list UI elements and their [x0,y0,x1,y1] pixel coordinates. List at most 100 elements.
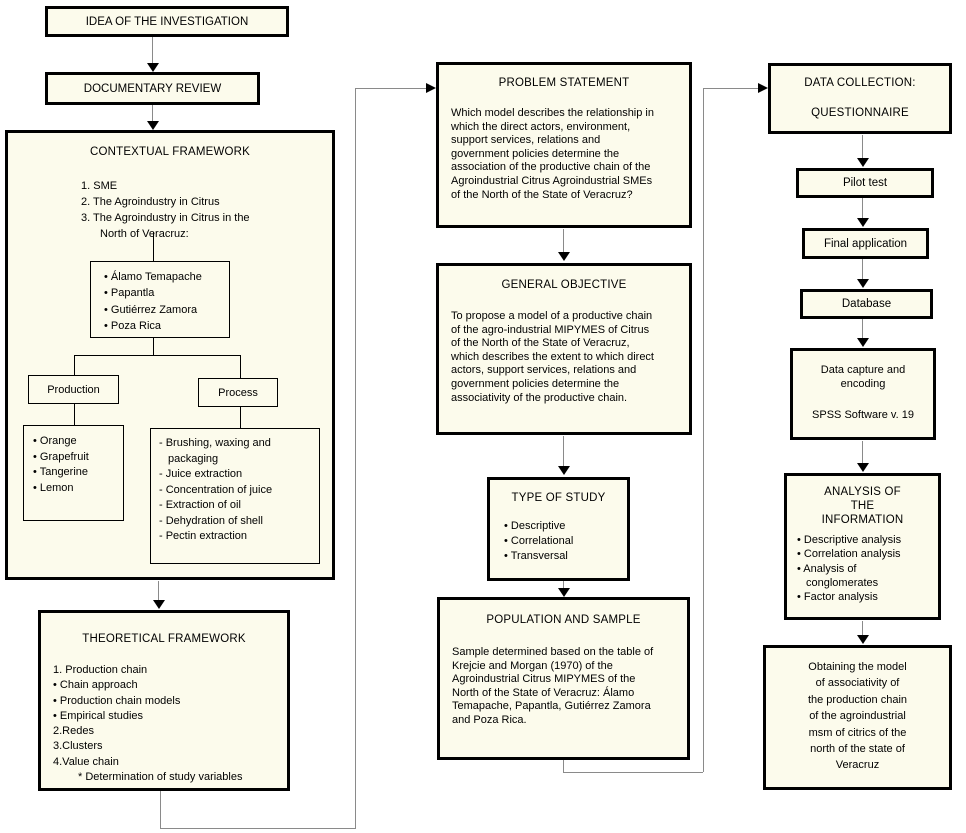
connector-line [153,338,154,355]
process-label: Process [218,386,258,399]
pilot-test-box: Pilot test [796,168,934,198]
connector-line [160,791,161,828]
documentary-label: DOCUMENTARY REVIEW [83,82,222,95]
arrow-down-icon [857,441,869,472]
arrow-down-icon [857,259,869,288]
model-result-box: Obtaining the model of associativity of … [763,645,952,790]
theoretical-framework-box: THEORETICAL FRAMEWORK 1. Production chai… [38,610,290,791]
list-item: • Descriptive analysis [797,534,902,546]
list-item: • Empirical studies [53,709,144,722]
population-body: Sample determined based on the table of … [452,646,654,726]
list-item: - Extraction of oil [159,499,241,511]
list-item: • Descriptive [504,520,566,532]
connector-line [153,232,154,261]
objective-title: GENERAL OBJECTIVE [501,279,627,291]
list-item: - Brushing, waxing and packaging [159,437,271,465]
connector-line [563,760,564,772]
list-item: 2.Redes [53,725,94,738]
list-item: • Production chain models [53,694,181,707]
list-item: • Grapefruit [33,450,89,463]
arrow-down-icon [857,319,869,347]
list-item: • Lemon [33,481,74,494]
production-label: Production [47,383,100,396]
list-item: 3.Clusters [53,740,103,753]
arrow-down-icon [857,621,869,644]
final-application-label: Final application [823,237,908,250]
list-item: • Papantla [104,287,155,300]
documentary-review-box: DOCUMENTARY REVIEW [45,72,260,105]
arrow-down-icon [147,37,159,72]
list-item: - Juice extraction [159,468,243,480]
fruits-list: • Orange • Grapefruit • Tangerine • Lemo… [33,434,89,496]
theoretical-title: THEORETICAL FRAMEWORK [82,633,246,645]
arrow-down-icon [857,198,869,227]
pilot-test-label: Pilot test [842,177,888,189]
connector-line [703,88,704,772]
arrow-down-icon [153,581,165,609]
data-collection-line2: QUESTIONNAIRE [811,107,909,119]
analysis-box: ANALYSIS OF THE INFORMATION • Descriptiv… [784,473,941,620]
list-item: - Pectin extraction [159,530,248,542]
list-item: 1. SME [81,180,118,192]
list-item: • Factor analysis [797,591,878,604]
municipalities-list-box: • Álamo Temapache • Papantla • Gutiérrez… [90,261,230,338]
list-item: • Transversal [504,550,568,562]
connector-line [74,404,75,425]
model-result-body: Obtaining the model of associativity of … [807,661,908,772]
population-title: POPULATION AND SAMPLE [486,614,641,626]
connector-line [74,355,75,375]
connector-line [240,407,241,428]
connector-line [355,88,356,828]
problem-body: Which model describes the relationship i… [451,107,654,201]
list-item: • Correlational [504,535,574,547]
process-steps-box: - Brushing, waxing and packaging - Juice… [150,428,320,564]
arrow-down-icon [558,581,570,597]
list-item: 2. The Agroindustry in Citrus [81,196,220,208]
municipalities-list: • Álamo Temapache • Papantla • Gutiérrez… [104,269,202,334]
list-item: • Correlation analysis [797,548,901,561]
connector-line [703,88,758,89]
data-collection-box: DATA COLLECTION: QUESTIONNAIRE [768,63,952,134]
type-of-study-list: • Descriptive • Correlational • Transver… [504,519,573,564]
database-label: Database [841,298,892,310]
type-of-study-box: TYPE OF STUDY • Descriptive • Correlatio… [487,477,630,581]
theoretical-list: 1. Production chain • Chain approach • P… [53,663,285,785]
list-item: • Analysis of conglomerates [797,562,879,589]
list-item: • Orange [33,435,77,447]
arrow-down-icon [558,229,570,261]
connector-line [240,355,241,378]
data-collection-line1: DATA COLLECTION: [804,77,916,89]
objective-body: To propose a model of a productive chain… [451,310,654,404]
list-item: • Gutiérrez Zamora [104,303,198,316]
database-box: Database [800,289,933,319]
arrow-right-icon [758,83,768,93]
list-item: - Dehydration of shell [159,514,263,527]
arrow-right-icon [426,83,436,93]
analysis-title: ANALYSIS OF THE INFORMATION [821,486,904,526]
data-capture-line2: SPSS Software v. 19 [812,409,914,421]
connector-line [160,828,356,829]
list-item: - Concentration of juice [159,483,273,496]
production-box: Production [28,375,119,404]
arrow-down-icon [558,436,570,475]
arrow-down-icon [147,105,159,130]
population-sample-box: POPULATION AND SAMPLE Sample determined … [437,597,690,760]
list-item: • Álamo Temapache [104,271,202,283]
type-of-study-title: TYPE OF STUDY [511,492,606,504]
list-item: 4.Value chain [53,755,119,768]
contextual-list: 1. SME 2. The Agroindustry in Citrus 3. … [81,178,326,242]
list-item: * Determination of study variables [78,771,243,784]
connector-line [74,355,240,356]
list-item: • Chain approach [53,679,138,692]
final-application-box: Final application [802,228,929,259]
general-objective-box: GENERAL OBJECTIVE To propose a model of … [436,263,692,435]
list-item: • Tangerine [33,466,89,478]
list-item: 3. The Agroindustry in Citrus in the Nor… [81,212,250,240]
arrow-down-icon [857,135,869,167]
process-box: Process [198,378,278,407]
connector-line [355,88,426,89]
idea-box: IDEA OF THE INVESTIGATION [45,6,289,37]
list-item: • Poza Rica [104,319,162,332]
fruits-list-box: • Orange • Grapefruit • Tangerine • Lemo… [23,425,124,521]
